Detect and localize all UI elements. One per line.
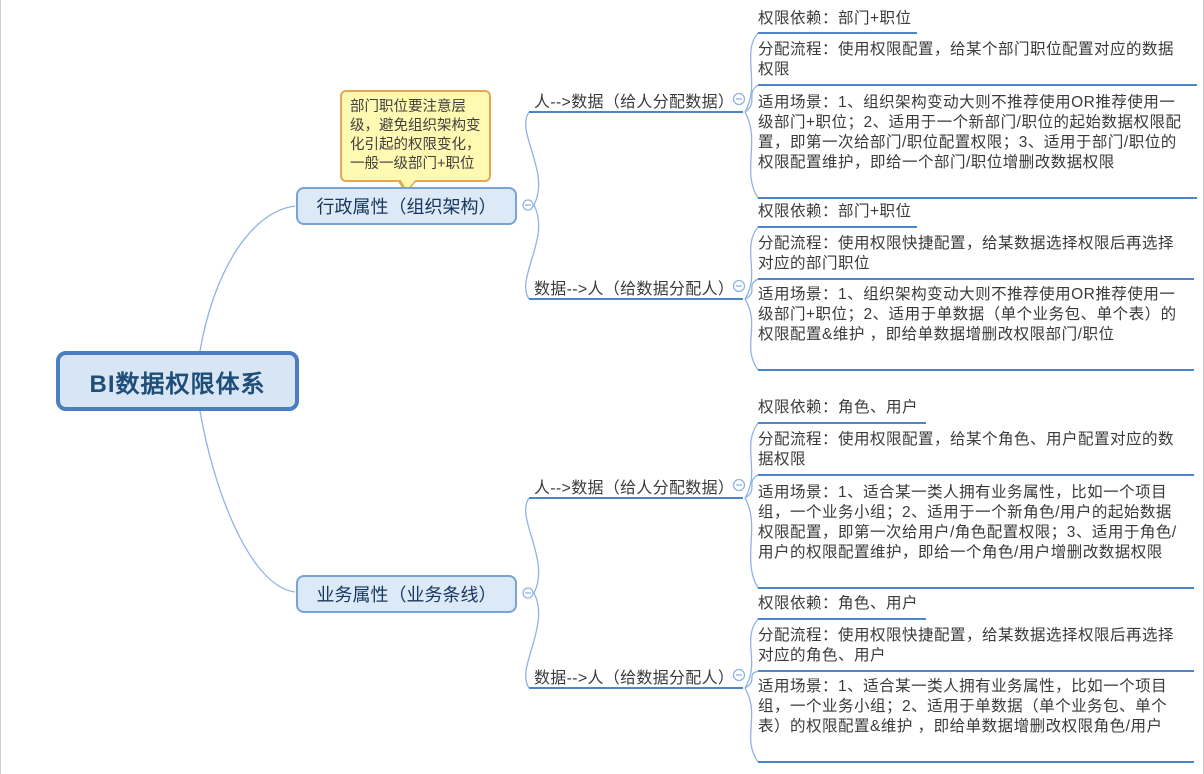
subtopic-biz-person-to-data[interactable]: 人-->数据（给人分配数据） — [534, 480, 735, 497]
collapse-icon — [732, 279, 746, 293]
collapse-icon — [522, 199, 534, 211]
branch-connectors — [199, 32, 759, 763]
leaf-applicable-scenario[interactable]: 适用场景：1、组织架构变动大则不推荐使用OR推荐使用一级部门+职位；2、适用于单… — [758, 286, 1177, 343]
leaf-applicable-scenario[interactable]: 适用场景：1、适合某一类人拥有业务属性，比如一个项目组，一个业务小组；2、适用于… — [758, 678, 1168, 735]
collapse-icons[interactable] — [522, 92, 746, 682]
leaf-permission-dependency[interactable]: 权限依赖：部门+职位 — [758, 10, 912, 27]
topic-underlines — [529, 32, 1197, 763]
subtopic-admin-data-to-person[interactable]: 数据-->人（给数据分配人） — [534, 281, 735, 298]
branch-admin-attribute[interactable]: 行政属性（组织架构） — [296, 187, 517, 225]
leaf-applicable-scenario[interactable]: 适用场景：1、适合某一类人拥有业务属性，比如一个项目组，一个业务小组；2、适用于… — [758, 484, 1177, 561]
leaf-assignment-flow[interactable]: 分配流程：使用权限配置，给某个角色、用户配置对应的数据权限 — [758, 431, 1175, 468]
branch-business-attribute[interactable]: 业务属性（业务条线） — [296, 575, 517, 613]
subtopic-biz-data-to-person[interactable]: 数据-->人（给数据分配人） — [534, 670, 735, 687]
sticky-note[interactable]: 部门职位要注意层级，避免组织架构变化引起的权限变化，一般一级部门+职位 — [340, 90, 491, 194]
collapse-icon — [732, 478, 746, 492]
leaf-assignment-flow[interactable]: 分配流程：使用权限配置，给某个部门职位配置对应的数据权限 — [758, 41, 1175, 78]
collapse-icon — [522, 587, 534, 599]
leaf-permission-dependency[interactable]: 权限依赖：部门+职位 — [758, 203, 912, 220]
collapse-icon — [732, 92, 746, 106]
leaf-assignment-flow[interactable]: 分配流程：使用权限快捷配置，给某数据选择权限后再选择对应的角色、用户 — [758, 627, 1175, 664]
root-topic[interactable]: BI数据权限体系 — [56, 351, 299, 411]
leaf-applicable-scenario[interactable]: 适用场景：1、组织架构变动大则不推荐使用OR推荐使用一级部门+职位；2、适用于一… — [758, 94, 1182, 171]
leaf-permission-dependency[interactable]: 权限依赖：角色、用户 — [758, 595, 919, 612]
leaf-permission-dependency[interactable]: 权限依赖：角色、用户 — [758, 399, 919, 416]
collapse-icon — [732, 668, 746, 682]
subtopic-admin-person-to-data[interactable]: 人-->数据（给人分配数据） — [534, 94, 735, 111]
leaf-assignment-flow[interactable]: 分配流程：使用权限快捷配置，给某数据选择权限后再选择对应的部门职位 — [758, 235, 1175, 272]
